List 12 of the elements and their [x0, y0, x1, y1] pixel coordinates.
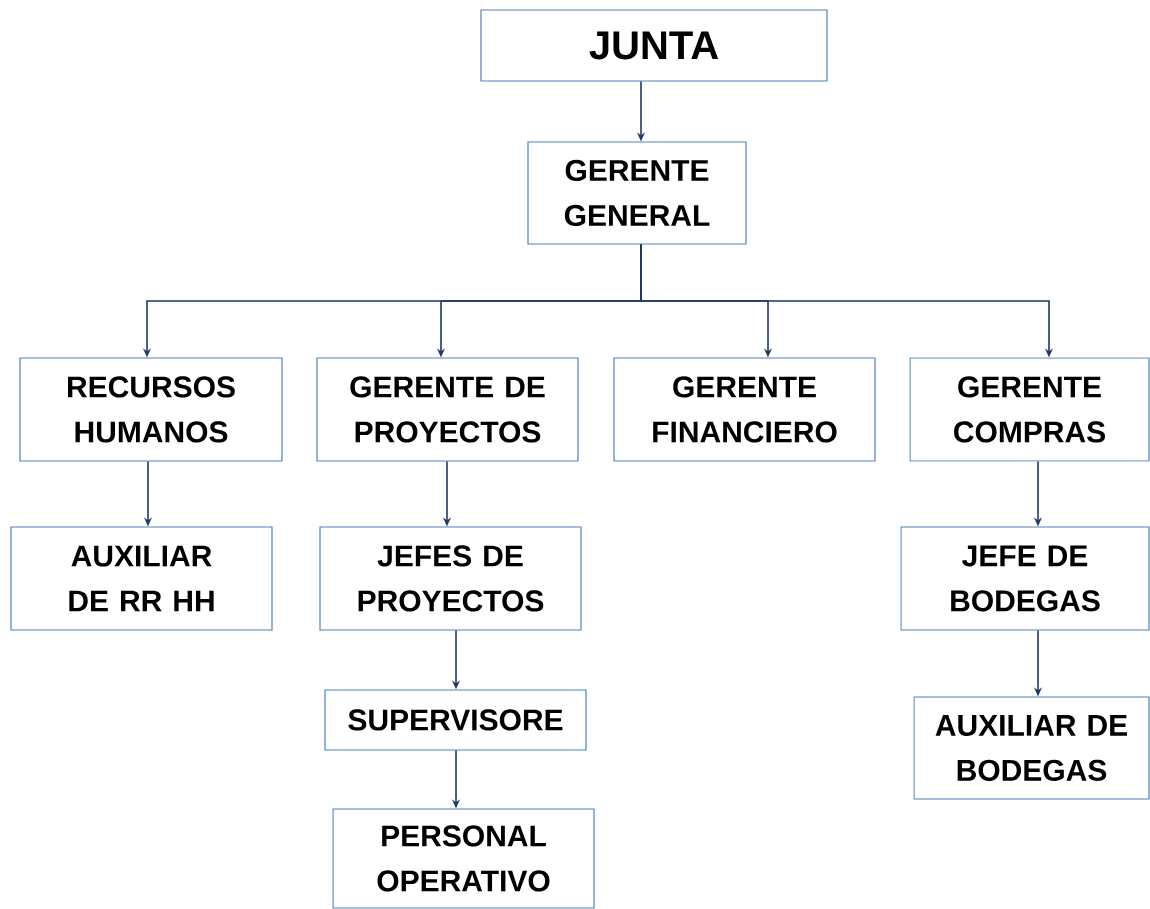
org-box: GERENTE DE PROYECTOS [316, 357, 579, 462]
org-box: SUPERVISORE [324, 689, 587, 751]
org-box: AUXILIAR DE RR HH [10, 526, 273, 631]
org-box: JUNTA [480, 9, 828, 82]
org-box: JEFE DE BODEGAS [900, 526, 1150, 631]
org-box: RECURSOS HUMANOS [19, 357, 283, 462]
org-box: JEFES DE PROYECTOS [319, 526, 582, 631]
org-box: GERENTE GENERAL [527, 141, 747, 245]
org-box: GERENTE FINANCIERO [613, 357, 876, 462]
org-box: AUXILIAR DE BODEGAS [913, 696, 1150, 800]
org-box: GERENTE COMPRAS [909, 357, 1150, 462]
org-box: PERSONAL OPERATIVO [332, 808, 595, 909]
